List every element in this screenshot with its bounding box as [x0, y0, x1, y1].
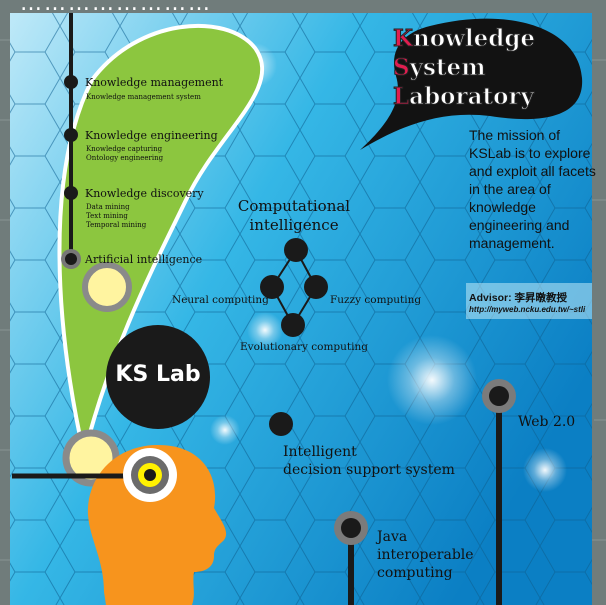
idss-line-1: Intelligent [283, 444, 357, 460]
branch-title: Knowledge engineering [85, 129, 218, 142]
node-knowledge-management [64, 75, 78, 89]
node-knowledge-discovery [64, 186, 78, 200]
advisor-band [466, 283, 592, 319]
ci-neural-label: Neural computing [172, 294, 269, 306]
branch-sub: Text mining [86, 212, 128, 220]
java-line-1: Java [377, 529, 408, 545]
node-ci-top [284, 238, 308, 262]
node-neural [260, 275, 284, 299]
node-web20 [489, 386, 509, 406]
ci-evolutionary-label: Evolutionary computing [240, 341, 368, 353]
header-strip: …………………… [20, 0, 212, 16]
node-evolutionary [281, 313, 305, 337]
title-line-2: System [393, 54, 487, 82]
ci-title-2: intelligence [249, 216, 339, 234]
leaf-bubble-icon [57, 23, 265, 456]
eye-center [144, 469, 156, 481]
title-line-3: Laboratory [392, 83, 534, 111]
branch-sub: Knowledge management system [86, 93, 201, 101]
node-fuzzy [304, 275, 328, 299]
idss-line-2: decision support system [283, 462, 455, 478]
java-line-3: computing [377, 565, 453, 581]
node-ai [65, 253, 77, 265]
lab-title: Knowledge System Laboratory [392, 24, 536, 111]
java-line-2: interoperable [377, 547, 474, 563]
node-idss [269, 412, 293, 436]
head-silhouette-icon [87, 444, 227, 605]
node-java [341, 518, 361, 538]
title-line-1: Knowledge [393, 25, 536, 53]
mission-statement: The mission of KSLab is to explore and e… [469, 127, 596, 251]
branch-sub: Temporal mining [86, 221, 147, 229]
branch-sub: Knowledge capturing [86, 145, 163, 153]
branch-title: Artificial intelligence [85, 253, 203, 266]
node-knowledge-engineering [64, 128, 78, 142]
ci-fuzzy-label: Fuzzy computing [330, 294, 422, 306]
glow-ring-left [82, 262, 132, 312]
ci-title-1: Computational [237, 197, 351, 215]
web20-label: Web 2.0 [518, 414, 576, 430]
advisor-label: Advisor: 李昇暾教授 [469, 292, 568, 304]
branch-title: Knowledge management [85, 76, 224, 89]
speech-bubble-icon [360, 18, 583, 150]
ks-lab-label: KS Lab [115, 362, 201, 387]
circuit-traces [0, 39, 606, 561]
branch-title: Knowledge discovery [85, 187, 204, 200]
branch-sub: Ontology engineering [86, 154, 164, 162]
ks-lab-circle [106, 325, 210, 429]
advisor-url[interactable]: http://myweb.ncku.edu.tw/~stli [469, 305, 586, 314]
branch-sub: Data mining [86, 203, 130, 211]
